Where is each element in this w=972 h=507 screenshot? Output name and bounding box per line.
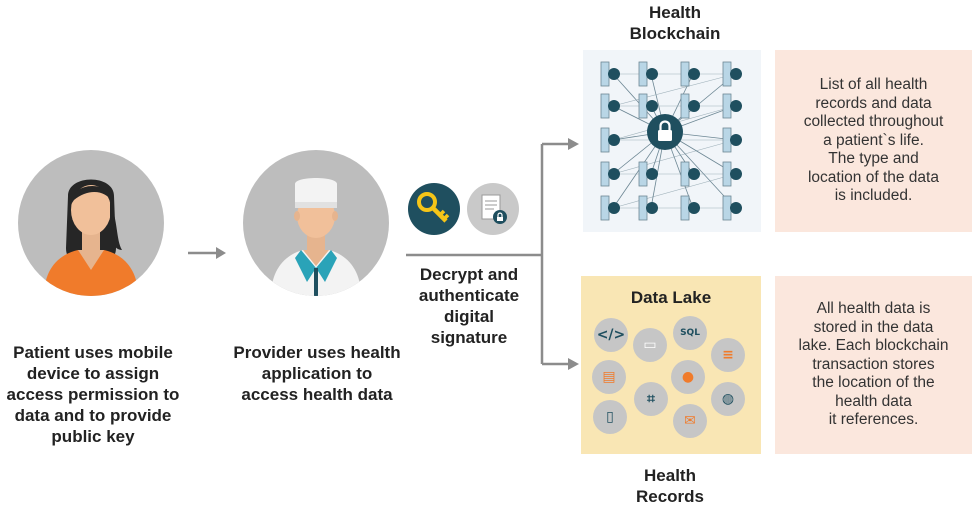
- doctor-icon: [271, 178, 361, 296]
- blockchain-network: [583, 50, 761, 232]
- server-node-icon: [680, 61, 700, 87]
- connector-arrows: [406, 138, 579, 370]
- email-icon: ✉: [673, 404, 707, 438]
- server-node-icon: [722, 161, 742, 187]
- network-link: [612, 73, 736, 107]
- server-node-icon: [722, 93, 742, 119]
- provider-caption: Provider uses health application to acce…: [233, 343, 401, 404]
- globe-icon: ◍: [711, 382, 745, 416]
- server-node-icon: [722, 195, 742, 221]
- mobile-phone-icon: ▯: [593, 400, 627, 434]
- blockchain-graph: [600, 61, 742, 221]
- blockchain-title: Health Blockchain: [629, 3, 721, 43]
- server-node-icon: [600, 195, 620, 221]
- server-node-icon: [638, 161, 658, 187]
- server-node-icon: [638, 93, 658, 119]
- server-node-icon: [680, 195, 700, 221]
- server-node-icon: [638, 195, 658, 221]
- lock-icon: [647, 114, 683, 150]
- patient-caption: Patient uses mobile device to assign acc…: [6, 343, 180, 446]
- network-link: [612, 173, 736, 209]
- document-icon: ▤: [592, 360, 626, 394]
- sql-file-icon: SQL: [673, 316, 707, 350]
- patient-avatar: [18, 150, 164, 296]
- server-node-icon: [600, 61, 620, 87]
- female-patient-icon: [44, 179, 138, 296]
- server-node-icon: [722, 127, 742, 153]
- server-node-icon: [680, 93, 700, 119]
- arrow-to-provider: [188, 247, 226, 259]
- server-node-icon: [638, 61, 658, 87]
- key-icon: [417, 192, 450, 223]
- user-icon: ●: [671, 360, 705, 394]
- database-icon: ≡: [711, 338, 745, 372]
- server-node-icon: [600, 161, 620, 187]
- browser-window-icon: ▭: [633, 328, 667, 362]
- decrypt-caption: Decrypt and authenticate digital signatu…: [418, 265, 520, 347]
- server-node-icon: [600, 93, 620, 119]
- blockchain-description: List of all health records and data coll…: [775, 50, 972, 232]
- data-lake-description: All health data is stored in the data la…: [775, 276, 972, 454]
- monitor-chart-icon: ⌗: [634, 382, 668, 416]
- server-node-icon: [680, 161, 700, 187]
- provider-avatar: [243, 150, 389, 296]
- server-node-icon: [600, 127, 620, 153]
- health-records-caption: Health Records: [635, 466, 705, 506]
- code-icon: </>: [594, 318, 628, 352]
- key-badge: [408, 183, 460, 235]
- data-lake-title: Data Lake: [630, 288, 712, 307]
- server-node-icon: [722, 61, 742, 87]
- data-lake-box: Data Lake </>▭SQL≡ ▤ ●◍ ▯⌗✉: [581, 276, 761, 454]
- data-lake-icons: </>▭SQL≡ ▤ ●◍ ▯⌗✉: [581, 276, 761, 454]
- locked-document-icon: [481, 194, 507, 224]
- document-badge: [467, 183, 519, 235]
